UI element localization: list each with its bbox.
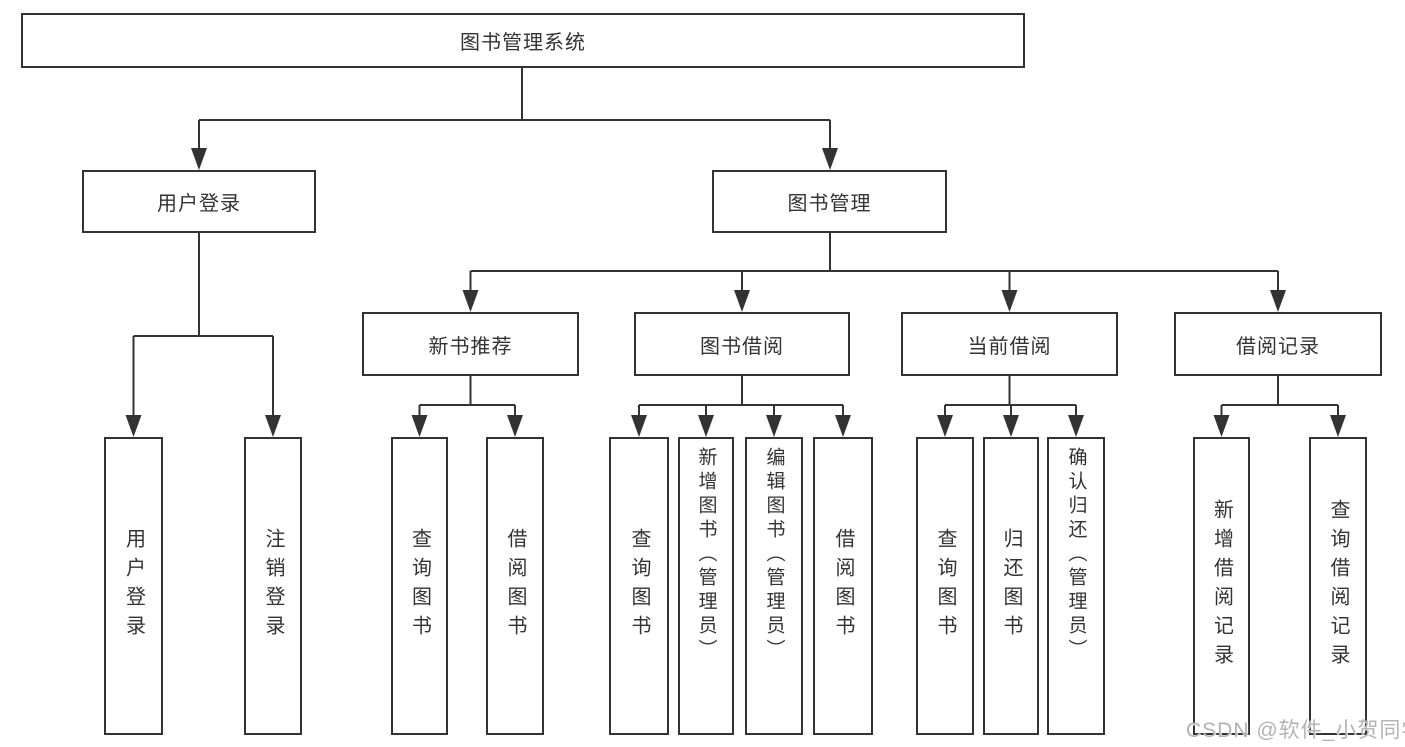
node-root-system: 图书管理系统	[21, 13, 1025, 68]
leaf-cb-query-book: 查询图书	[916, 437, 974, 735]
node-book-borrow: 图书借阅	[634, 312, 850, 376]
leaf-logout: 注销登录	[244, 437, 302, 735]
node-book-management-branch: 图书管理	[712, 170, 947, 233]
node-borrow-records: 借阅记录	[1174, 312, 1382, 376]
node-user-login-branch: 用户登录	[82, 170, 316, 233]
leaf-nbr-query-book: 查询图书	[391, 437, 448, 735]
leaf-br-query-record: 查询借阅记录	[1309, 437, 1367, 735]
leaf-user-login: 用户登录	[104, 437, 163, 735]
leaf-cb-confirm-return-admin: 确认归还（管理员）	[1047, 437, 1105, 735]
leaf-bb-edit-book-admin: 编辑图书（管理员）	[745, 437, 803, 735]
node-current-borrow: 当前借阅	[901, 312, 1118, 376]
leaf-bb-borrow-book: 借阅图书	[813, 437, 873, 735]
node-new-book-recommend: 新书推荐	[362, 312, 579, 376]
leaf-bb-add-book-admin: 新增图书（管理员）	[678, 437, 734, 735]
leaf-nbr-borrow-book: 借阅图书	[486, 437, 544, 735]
leaf-br-add-record: 新增借阅记录	[1193, 437, 1250, 735]
leaf-cb-return-book: 归还图书	[983, 437, 1039, 735]
csdn-watermark: CSDN @软件_小贺同学	[1186, 719, 1405, 742]
leaf-bb-query-book: 查询图书	[609, 437, 669, 735]
